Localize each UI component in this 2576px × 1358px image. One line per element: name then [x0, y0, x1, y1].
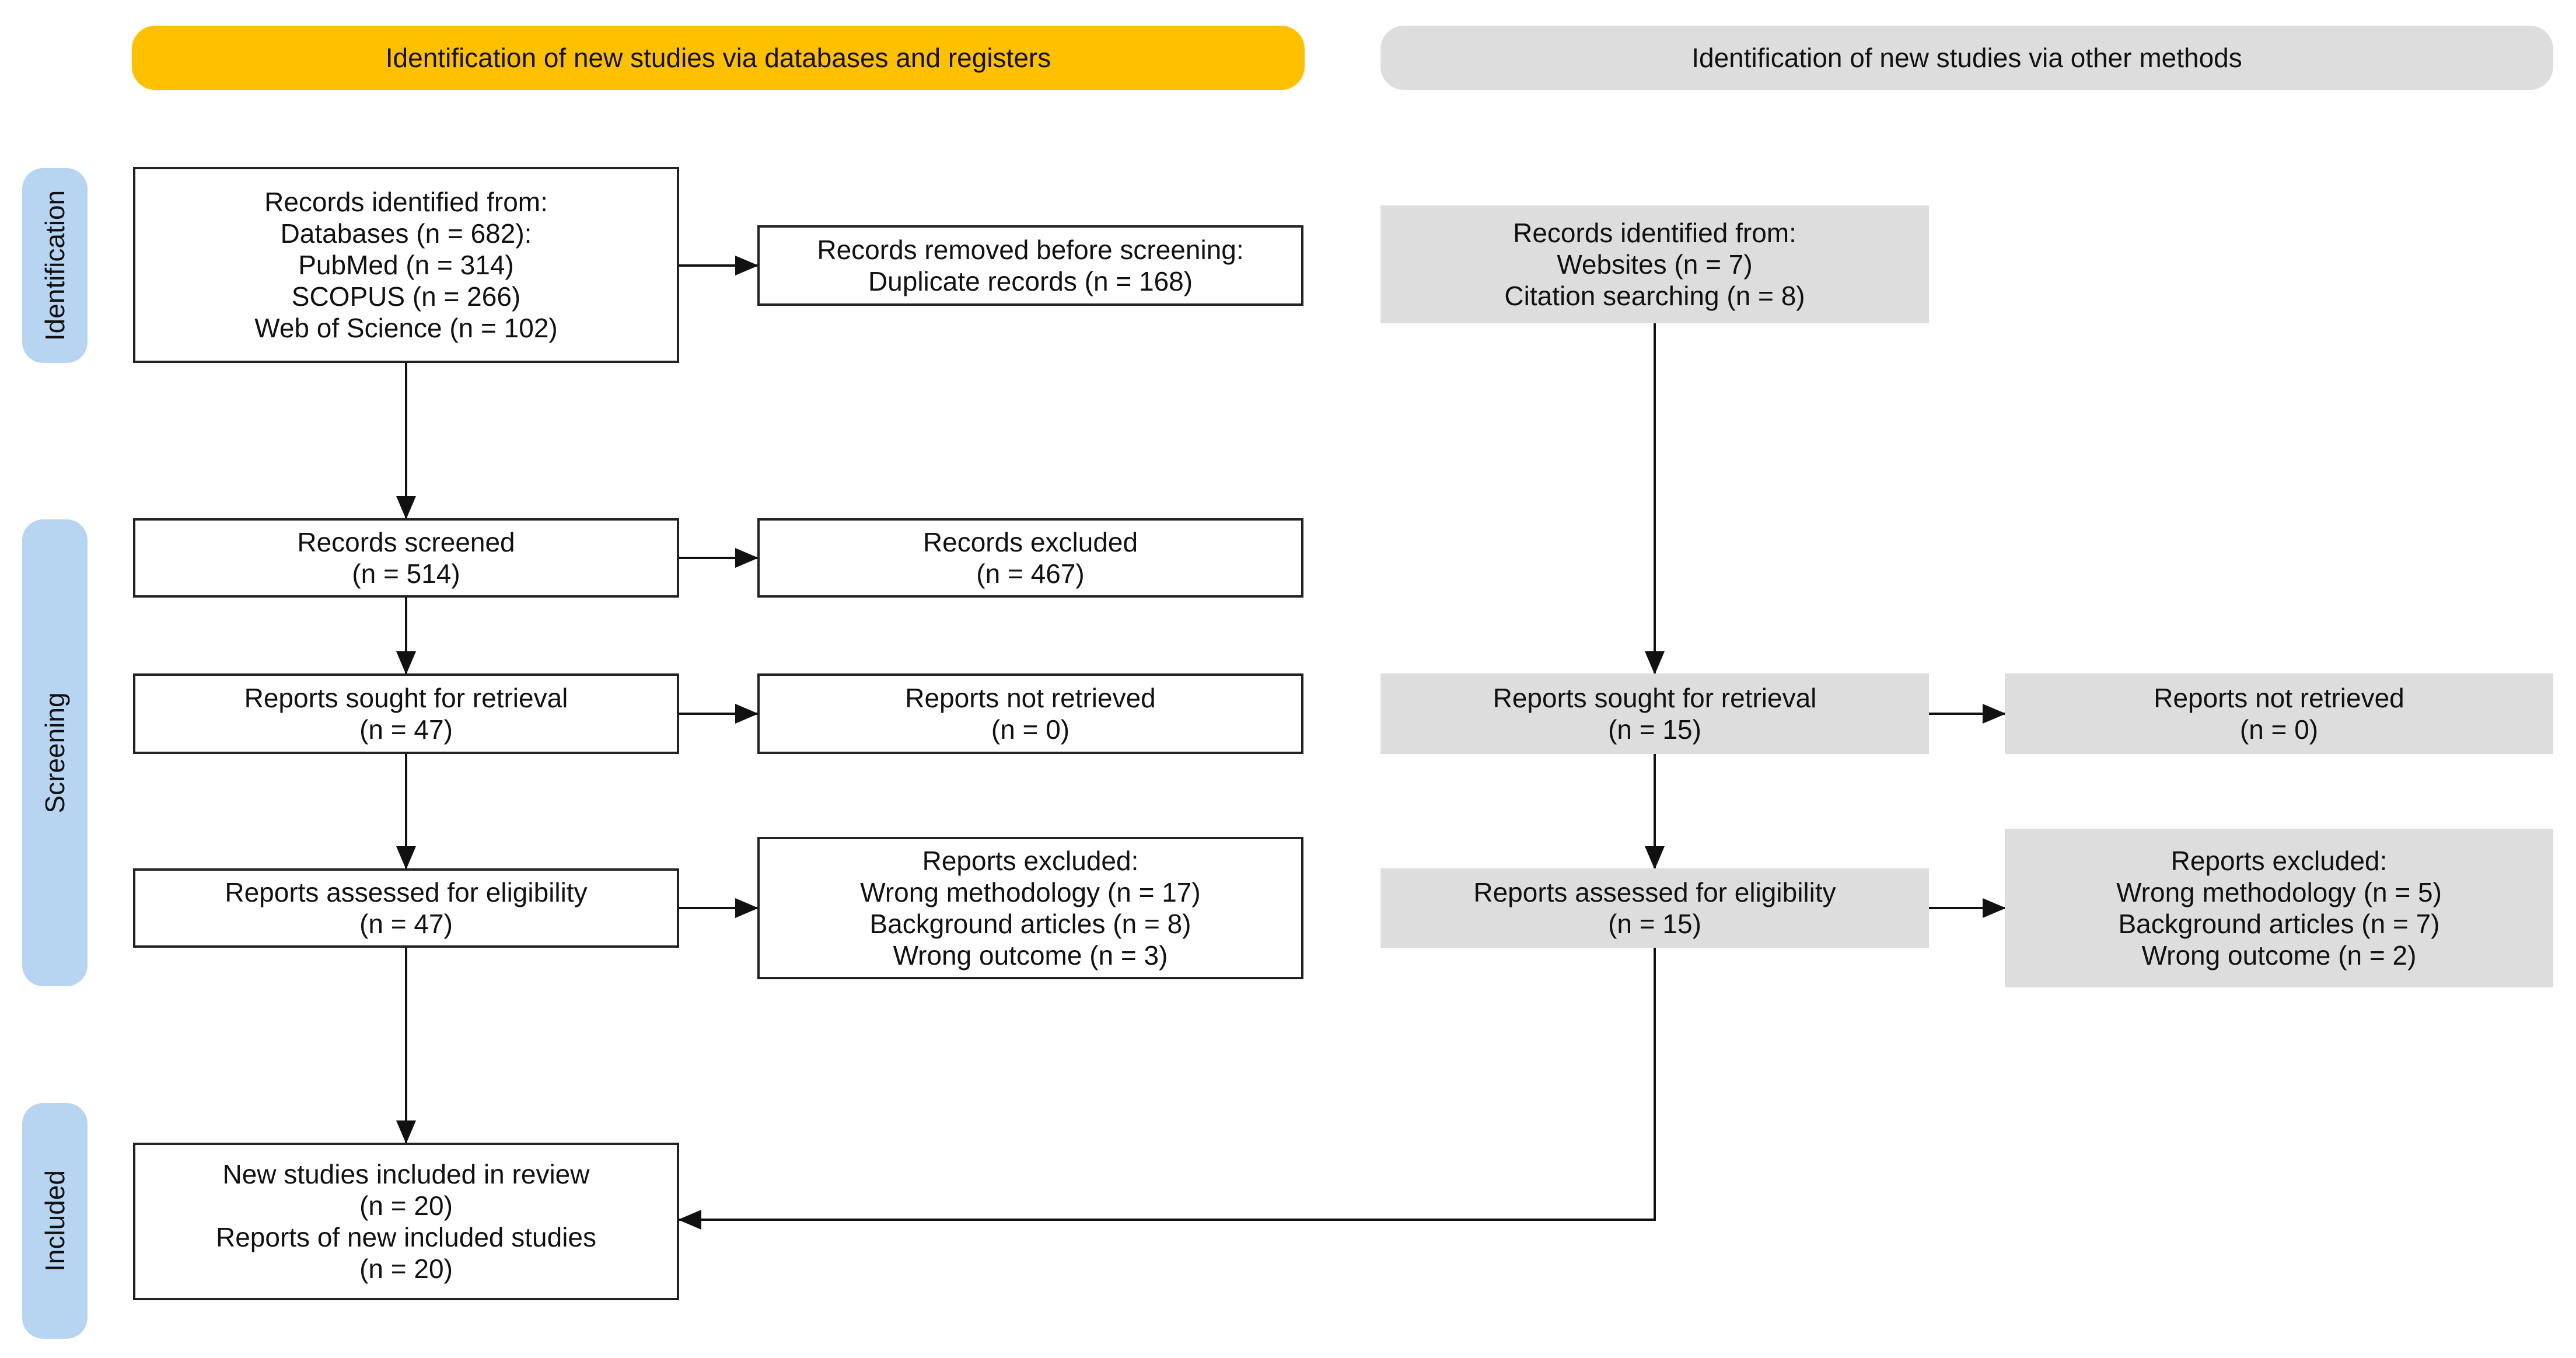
box-line: Websites (n = 7) — [1557, 249, 1753, 280]
arrow-other-assessed-to-included — [678, 948, 1656, 1230]
phase-included-label: Included — [40, 1170, 70, 1272]
box-line: Reports of new included studies — [215, 1222, 597, 1252]
box-line: Reports sought for retrieval — [244, 683, 568, 713]
box-reports-assessed: Reports assessed for eligibility (n = 47… — [133, 868, 679, 948]
box-line: (n = 15) — [1608, 714, 1701, 745]
box-line: New studies included in review — [222, 1159, 590, 1189]
box-records-identified-other: Records identified from: Websites (n = 7… — [1380, 205, 1929, 323]
box-line: Web of Science (n = 102) — [254, 313, 558, 343]
box-other-reports-not-retrieved: Reports not retrieved (n = 0) — [2005, 673, 2553, 754]
box-line: Records identified from: — [1513, 218, 1796, 248]
box-line: (n = 0) — [991, 714, 1070, 745]
box-line: Wrong outcome (n = 3) — [893, 940, 1168, 971]
box-studies-included: New studies included in review (n = 20) … — [133, 1143, 679, 1300]
box-other-reports-excluded: Reports excluded: Wrong methodology (n =… — [2005, 829, 2553, 987]
box-line: Records excluded — [922, 527, 1138, 557]
box-line: Background articles (n = 8) — [869, 909, 1191, 939]
box-line: Records removed before screening: — [817, 235, 1244, 265]
box-line: (n = 47) — [359, 909, 453, 939]
box-line: (n = 514) — [352, 558, 460, 589]
box-line: Wrong methodology (n = 5) — [2116, 877, 2442, 907]
box-line: (n = 467) — [976, 558, 1085, 589]
other-methods-header-label: Identification of new studies via other … — [1691, 43, 2242, 73]
box-records-screened: Records screened (n = 514) — [133, 518, 679, 598]
phase-screening-label: Screening — [40, 692, 70, 814]
box-line: Background articles (n = 7) — [2118, 909, 2440, 939]
box-line: Duplicate records (n = 168) — [868, 266, 1193, 296]
box-line: Databases (n = 682): — [280, 218, 532, 249]
box-line: (n = 0) — [2239, 714, 2319, 745]
databases-header: Identification of new studies via databa… — [132, 26, 1305, 90]
box-line: Reports excluded: — [922, 846, 1139, 876]
box-line: Reports assessed for eligibility — [225, 877, 588, 907]
box-other-reports-assessed: Reports assessed for eligibility (n = 15… — [1380, 868, 1929, 948]
phase-identification-label: Identification — [40, 190, 70, 341]
box-line: Records identified from: — [264, 187, 548, 217]
box-line: (n = 47) — [359, 714, 453, 745]
box-reports-sought: Reports sought for retrieval (n = 47) — [133, 673, 679, 754]
phase-identification: Identification — [22, 168, 88, 363]
box-records-excluded: Records excluded (n = 467) — [757, 518, 1303, 598]
box-line: (n = 20) — [359, 1254, 453, 1284]
box-line: SCOPUS (n = 266) — [291, 281, 521, 312]
box-line: PubMed (n = 314) — [298, 250, 514, 280]
box-other-reports-sought: Reports sought for retrieval (n = 15) — [1380, 673, 1929, 754]
box-reports-excluded: Reports excluded: Wrong methodology (n =… — [757, 837, 1303, 979]
box-line: Reports assessed for eligibility — [1473, 877, 1836, 907]
box-reports-not-retrieved: Reports not retrieved (n = 0) — [757, 673, 1303, 754]
box-line: Reports not retrieved — [905, 683, 1156, 713]
box-line: (n = 20) — [359, 1191, 453, 1221]
box-line: Reports excluded: — [2170, 846, 2388, 876]
box-records-removed: Records removed before screening: Duplic… — [757, 225, 1303, 306]
phase-included: Included — [22, 1103, 88, 1339]
databases-header-label: Identification of new studies via databa… — [385, 43, 1051, 73]
box-line: Reports sought for retrieval — [1493, 683, 1817, 713]
box-records-identified-databases: Records identified from: Databases (n = … — [133, 167, 679, 363]
box-line: Citation searching (n = 8) — [1504, 281, 1805, 311]
box-line: Wrong outcome (n = 2) — [2141, 940, 2417, 971]
box-line: Wrong methodology (n = 17) — [860, 877, 1201, 907]
box-line: (n = 15) — [1608, 909, 1701, 939]
other-methods-header: Identification of new studies via other … — [1380, 26, 2553, 90]
box-line: Records screened — [297, 527, 515, 557]
box-line: Reports not retrieved — [2154, 683, 2404, 713]
phase-screening: Screening — [22, 519, 88, 986]
